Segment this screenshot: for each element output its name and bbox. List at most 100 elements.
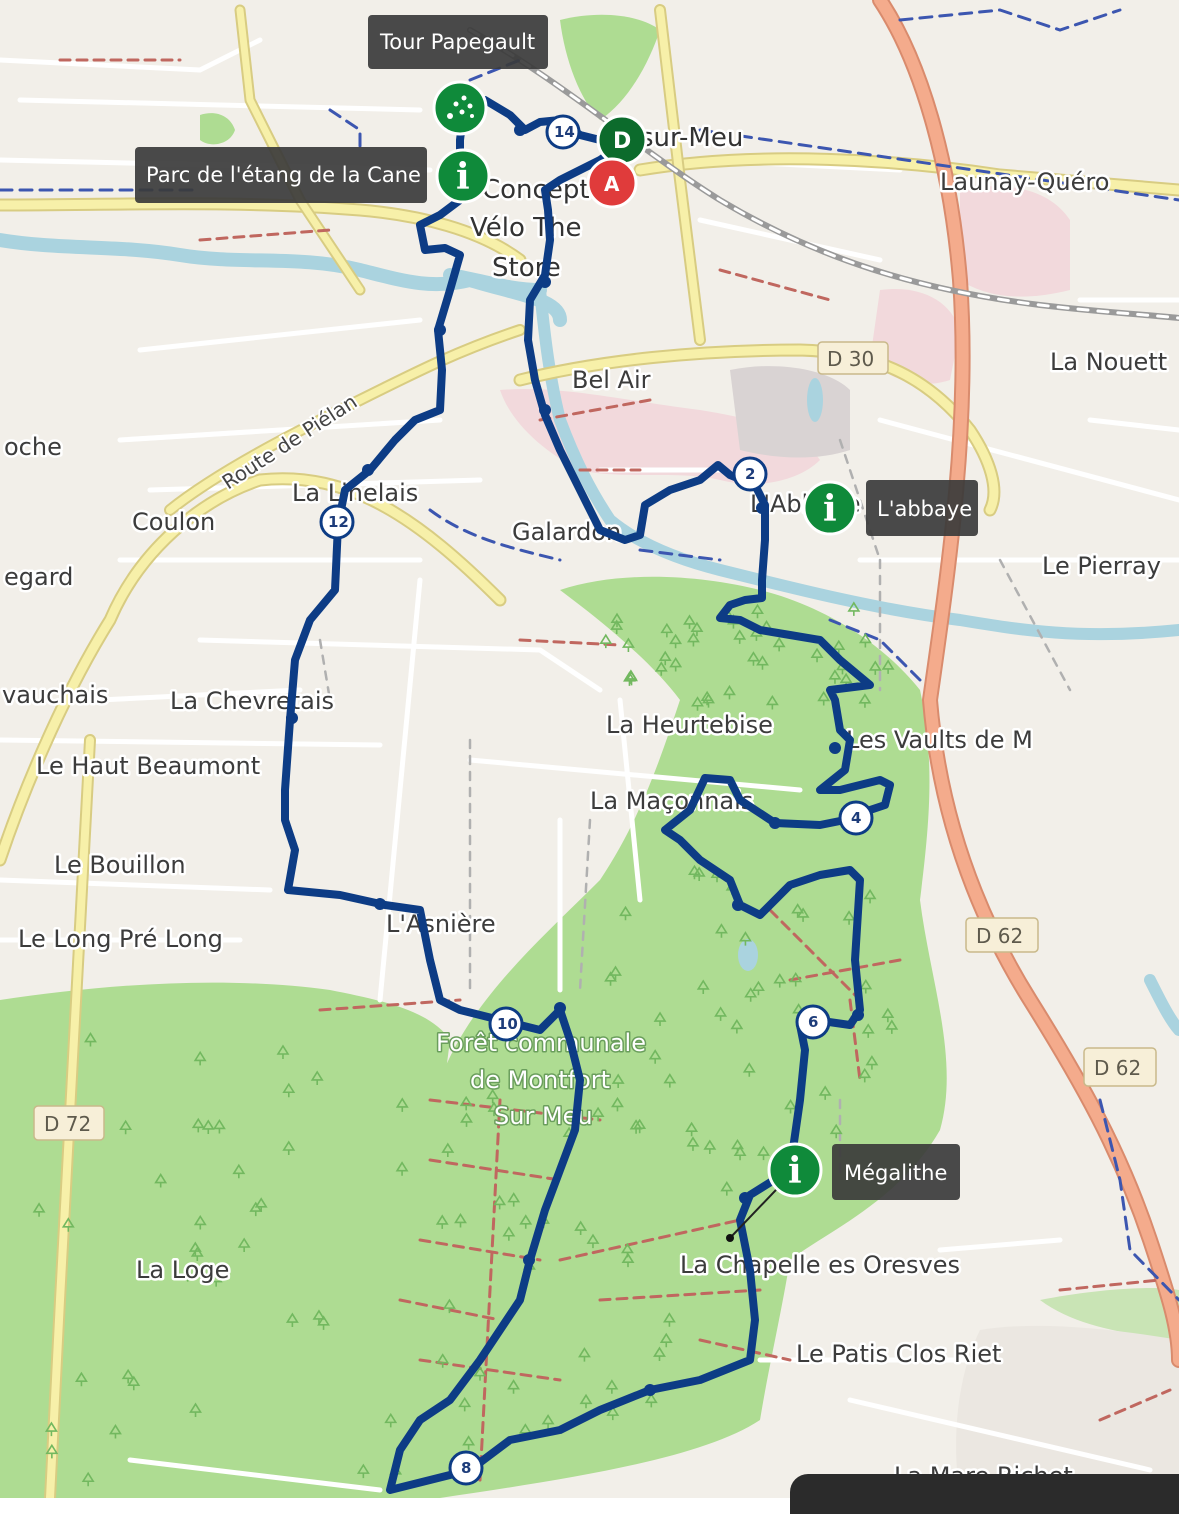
svg-text:4: 4 — [851, 809, 861, 827]
svg-text:8: 8 — [461, 1459, 471, 1477]
start-marker[interactable]: D — [596, 114, 648, 166]
km-marker[interactable]: 8 — [448, 1450, 484, 1486]
tree-symbol — [81, 1471, 95, 1487]
tree-symbol — [858, 1067, 872, 1083]
km-marker[interactable]: 10 — [488, 1006, 524, 1042]
route-direction-marker — [514, 124, 526, 136]
tree-symbol — [868, 660, 882, 675]
tree-symbol — [579, 1393, 593, 1409]
tree-symbol — [789, 972, 803, 987]
place-label: La Chevretais — [170, 687, 334, 715]
tree-symbol — [232, 1163, 246, 1179]
tree-symbol — [865, 1055, 879, 1070]
km-markers: 2 4 6 8 10 12 14 — [319, 114, 874, 1486]
route-direction-marker — [554, 1002, 566, 1014]
tree-symbol — [109, 1424, 122, 1439]
route-direction-marker — [374, 898, 386, 910]
tree-symbol — [686, 1136, 700, 1151]
place-label: Vélo The — [470, 213, 582, 243]
tree-symbol — [669, 633, 683, 649]
tree-symbol — [591, 1106, 605, 1122]
tree-symbol — [541, 1414, 555, 1429]
route-direction-marker — [756, 502, 768, 514]
poi-label-parc-etang[interactable]: Parc de l'étang de la Cane — [135, 147, 427, 203]
tree-symbol — [817, 690, 831, 706]
tree-symbol — [881, 659, 895, 674]
tree-symbol — [683, 614, 696, 629]
tree-symbol — [653, 1011, 667, 1027]
tree-symbol — [621, 637, 635, 653]
place-label: L'Asnière — [386, 910, 496, 938]
route-direction-marker — [523, 1254, 535, 1266]
tree-symbol — [119, 1119, 133, 1135]
tree-symbol — [730, 1018, 744, 1034]
km-marker[interactable]: 2 — [732, 456, 768, 492]
road-shield: D 30 — [817, 341, 889, 375]
tree-symbol — [715, 923, 728, 938]
tree-symbol — [459, 1095, 473, 1111]
svg-text:D: D — [613, 129, 631, 154]
poi-markers[interactable]: i i i D A — [432, 80, 858, 1198]
tree-symbol — [181, 1267, 195, 1282]
tree-symbol — [188, 1241, 202, 1257]
tree-symbol — [751, 603, 764, 619]
poi-label-tour-papegault[interactable]: Tour Papegault — [368, 15, 548, 69]
tree-symbol — [829, 1123, 843, 1139]
info-marker-abbaye[interactable]: i — [802, 480, 858, 536]
tree-symbol — [276, 1044, 290, 1059]
tree-symbol — [201, 1119, 215, 1134]
forest-areas — [0, 14, 1179, 1498]
tree-symbol — [669, 657, 683, 672]
tree-symbol — [610, 612, 624, 628]
bottom-panel-edge[interactable] — [790, 1474, 1179, 1514]
route-direction-marker — [644, 1384, 656, 1396]
viewpoint-icon — [447, 95, 474, 119]
paths — [0, 8, 1179, 1482]
tree-symbol — [691, 696, 704, 711]
tree-symbol — [441, 1142, 455, 1158]
svg-text:10: 10 — [497, 1015, 518, 1033]
poi-label-megalithe[interactable]: Mégalithe — [832, 1144, 960, 1200]
tree-symbol — [629, 1119, 643, 1134]
tree-symbol — [460, 1112, 473, 1127]
tree-symbol — [660, 622, 674, 638]
tree-symbol — [61, 1217, 75, 1232]
svg-text:D 62: D 62 — [976, 924, 1023, 948]
info-marker-etang[interactable]: i — [435, 148, 491, 204]
end-marker[interactable]: A — [586, 157, 638, 209]
place-label: sur-Meu — [640, 123, 743, 153]
tree-symbol — [442, 1298, 456, 1314]
km-marker[interactable]: 4 — [838, 800, 874, 836]
tree-symbol — [507, 1192, 521, 1207]
tree-symbol — [487, 1101, 501, 1117]
tree-symbol — [658, 650, 672, 666]
place-label: La Chapelle es Oresves — [680, 1251, 960, 1279]
viewpoint-marker[interactable] — [432, 80, 488, 136]
tree-symbol — [828, 669, 842, 684]
tree-symbol — [662, 1312, 676, 1327]
svg-text:2: 2 — [745, 465, 755, 483]
tree-symbol — [254, 1197, 268, 1212]
tree-symbol — [686, 632, 700, 647]
tree-symbol — [723, 684, 736, 700]
km-marker[interactable]: 14 — [545, 114, 581, 150]
tree-symbol — [885, 1019, 899, 1034]
svg-text:Parc de l'étang de la Cane: Parc de l'étang de la Cane — [146, 163, 421, 187]
km-marker[interactable]: 12 — [319, 504, 355, 540]
tree-symbol — [744, 987, 758, 1002]
tree-symbol — [507, 1379, 520, 1394]
tree-symbol — [772, 636, 786, 652]
place-label: Coulon — [132, 508, 215, 536]
tree-symbol — [609, 965, 622, 981]
place-label: La Maçonnais — [590, 787, 753, 815]
tree-symbol — [317, 1315, 330, 1330]
poi-label-abbaye[interactable]: L'abbaye — [866, 480, 978, 536]
place-labels: sur-Meu Launay-Quéro Concept Vélo The St… — [0, 121, 1170, 1493]
route-direction-marker — [739, 1192, 751, 1204]
road-shields: D 30 D 62 D 62 D 72 — [33, 341, 1157, 1141]
info-marker-megalithe[interactable]: i — [767, 1142, 823, 1198]
km-marker[interactable]: 6 — [795, 1004, 831, 1040]
tree-symbol — [863, 888, 877, 904]
tree-symbol — [859, 979, 873, 994]
